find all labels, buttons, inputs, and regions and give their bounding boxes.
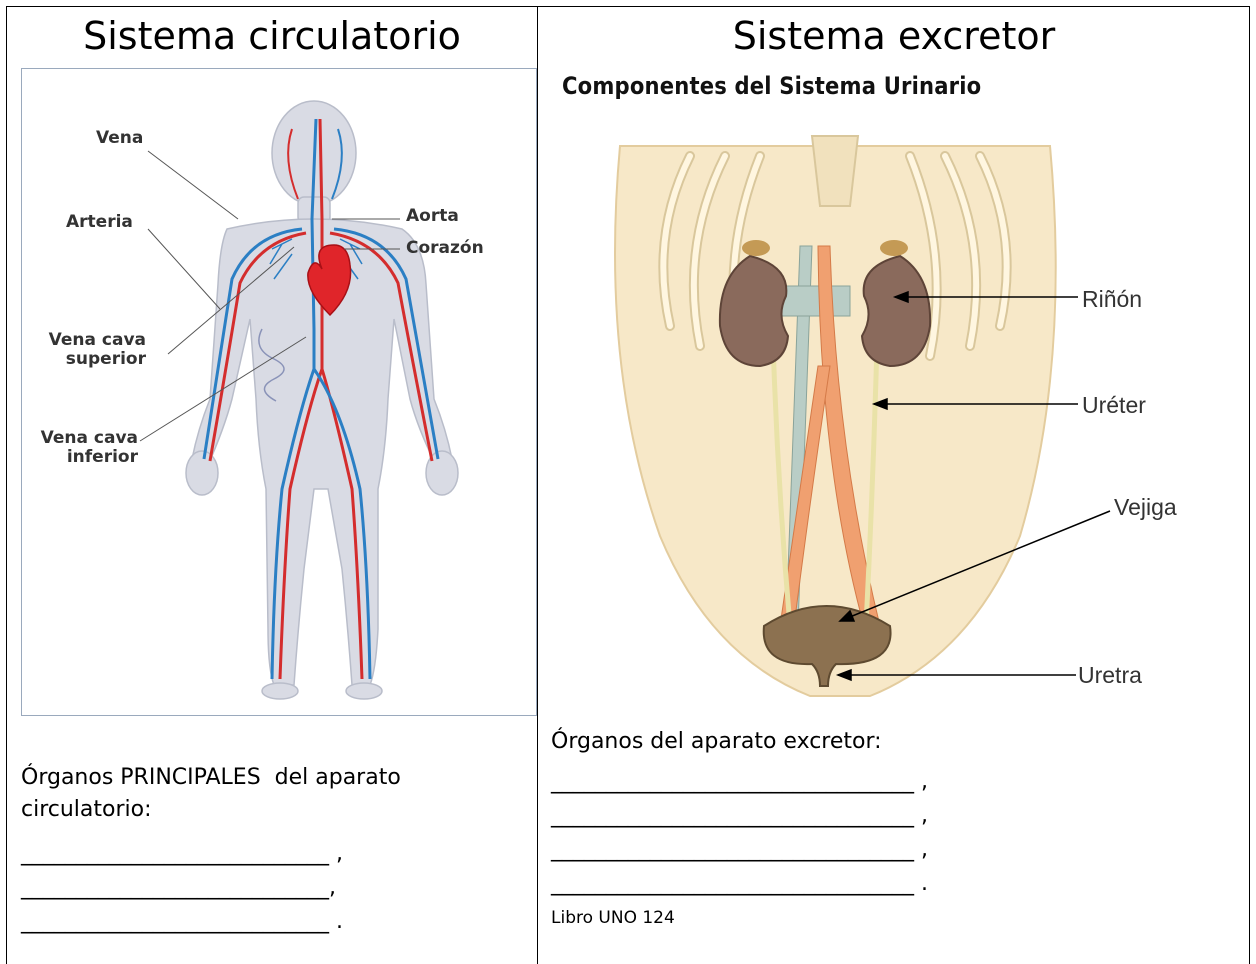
label-vena: Vena <box>96 129 143 148</box>
circulatory-prompt-line1: Órganos PRINCIPALES del aparato <box>21 762 401 793</box>
label-vejiga: Vejiga <box>1114 494 1177 521</box>
excretory-blank-1[interactable]: _________________________________ , <box>551 766 928 797</box>
urinary-diagram: Riñón Uréter Vejiga Uretra <box>550 66 1240 720</box>
label-vena-cava-superior-line2: superior <box>16 350 146 369</box>
circulatory-diagram: Vena Arteria Aorta Corazón Vena cava sup… <box>21 68 537 716</box>
label-vena-cava-inferior: Vena cava inferior <box>12 429 138 467</box>
excretory-prompt: Órganos del aparato excretor: <box>551 726 882 757</box>
circulatory-title: Sistema circulatorio <box>8 14 536 58</box>
circulatory-blank-1[interactable]: ____________________________ , <box>21 838 343 869</box>
circulatory-blank-3[interactable]: ____________________________ . <box>21 906 343 937</box>
column-divider <box>537 6 538 964</box>
label-vena-cava-superior: Vena cava superior <box>16 331 146 369</box>
label-ureter: Uréter <box>1082 392 1146 419</box>
label-rinon: Riñón <box>1082 286 1142 313</box>
label-corazon: Corazón <box>406 239 484 258</box>
urinary-heading: Componentes del Sistema Urinario <box>562 72 981 100</box>
excretory-title: Sistema excretor <box>540 14 1248 58</box>
label-arteria: Arteria <box>66 213 133 232</box>
human-body-figure <box>22 69 536 715</box>
label-vena-cava-inferior-line1: Vena cava <box>12 429 138 448</box>
circulatory-blank-2[interactable]: ____________________________, <box>21 872 336 903</box>
label-uretra: Uretra <box>1078 662 1142 689</box>
excretory-blank-3[interactable]: _________________________________ , <box>551 834 928 865</box>
label-vena-cava-superior-line1: Vena cava <box>16 331 146 350</box>
excretory-blank-4[interactable]: _________________________________ . <box>551 868 928 899</box>
label-vena-cava-inferior-line2: inferior <box>12 448 138 467</box>
label-aorta: Aorta <box>406 207 459 226</box>
excretory-blank-2[interactable]: _________________________________ , <box>551 800 928 831</box>
circulatory-prompt-line2: circulatorio: <box>21 794 152 825</box>
source-citation: Libro UNO 124 <box>551 908 675 928</box>
